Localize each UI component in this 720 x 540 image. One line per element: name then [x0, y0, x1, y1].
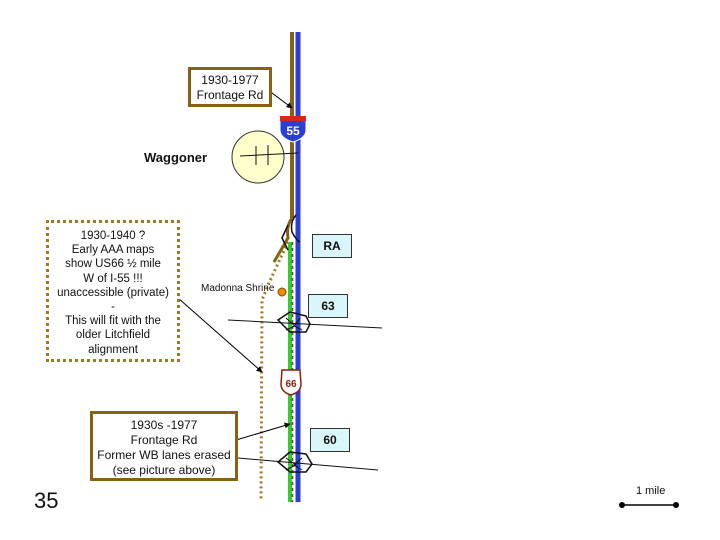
- callout-early-alignment: 1930-1940 ? Early AAA maps show US66 ½ m…: [46, 220, 180, 362]
- city-label: Waggoner: [144, 150, 208, 165]
- route66-shield-number: 66: [285, 379, 297, 390]
- callout-frontage-1930-1977: 1930-1977 Frontage Rd: [188, 67, 272, 107]
- landmark-label: Madonna Shrine: [201, 283, 275, 294]
- frontage-road-curve: [272, 217, 294, 263]
- callout-leader-early-alignment: [177, 297, 263, 373]
- callout-leader-frontage-upper: [267, 89, 293, 109]
- interstate-shield-number: 55: [286, 124, 300, 138]
- rest-area-ramp: [290, 214, 301, 243]
- callout-line: unaccessible (private): [57, 286, 169, 299]
- callout-line: 1930-1940 ?: [80, 230, 146, 242]
- interstate-shield-icon: 55: [279, 116, 307, 143]
- callout-line: This will fit with the: [65, 315, 161, 328]
- callout-line: W of I-55 !!!: [83, 272, 143, 285]
- madonna-shrine-marker: [277, 287, 287, 297]
- callout-line: show US66 ½ mile: [65, 258, 161, 271]
- callout-line: Former WB lanes erased: [97, 448, 231, 462]
- route66-shield-icon: 66: [280, 369, 302, 396]
- callout-line: 1930-1977: [201, 73, 259, 87]
- scale-bar: [619, 502, 679, 508]
- callout-line: 1930s -1977: [130, 418, 198, 432]
- interchange-60: [237, 451, 379, 473]
- callout-line: alignment: [88, 343, 138, 356]
- callout-leader-frontage-lower: [235, 422, 291, 441]
- interchange-63: [227, 311, 383, 333]
- scale-label: 1 mile: [636, 485, 666, 497]
- callout-line: Early AAA maps: [71, 244, 155, 257]
- callout-line: (see picture above): [112, 463, 216, 477]
- callout-frontage-1930s-1977: 1930s -1977 Frontage Rd Former WB lanes …: [90, 411, 238, 481]
- exit-ra-badge: RA: [312, 234, 352, 258]
- callout-line: Frontage Rd: [130, 433, 198, 447]
- exit-63-badge: 63: [308, 294, 348, 318]
- waggoner-city-marker: [231, 130, 299, 184]
- ramp-connector: [281, 224, 289, 251]
- callout-line: Frontage Rd: [196, 88, 264, 102]
- callout-line: older Litchfield: [75, 329, 151, 342]
- page-number: 35: [34, 488, 59, 513]
- old-alignment-road: [259, 241, 290, 501]
- exit-60-badge: 60: [310, 428, 350, 452]
- callout-line: -: [111, 301, 115, 314]
